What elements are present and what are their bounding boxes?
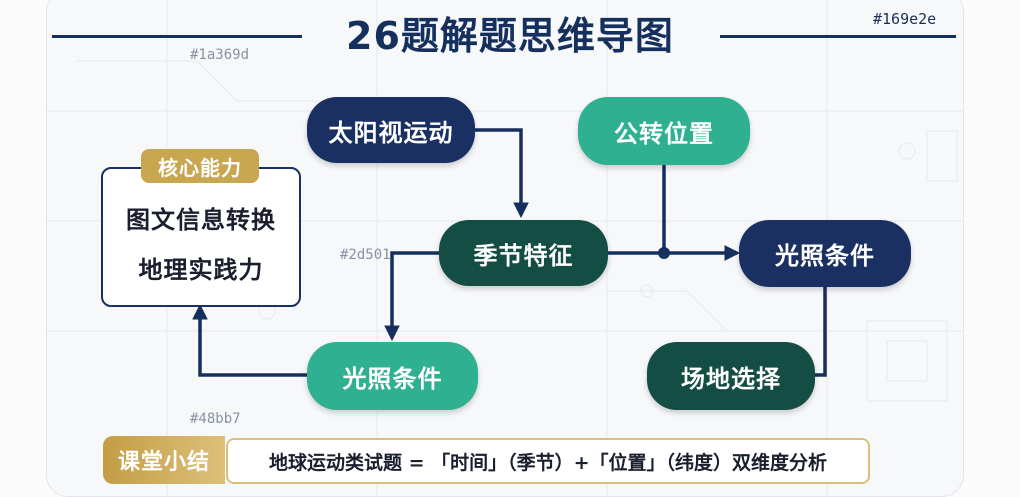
node-sun-motion: 太阳视运动 — [307, 97, 475, 163]
page-title: 26题解题思维导图 — [346, 14, 674, 58]
summary-text: 地球运动类试题 = 「时间」（季节）+「位置」（纬度）双维度分析 — [226, 438, 870, 484]
core-ability-box — [101, 167, 301, 307]
title-rule-left — [52, 35, 302, 38]
color-ref-top-left: #1a369d — [190, 47, 250, 63]
arrow-sun-to-season — [475, 128, 529, 219]
arrow-light-left-to-core — [192, 303, 307, 377]
color-ref-middle: #2d501 — [340, 247, 391, 263]
core-ability-line-2: 地理实践力 — [138, 256, 264, 284]
core-ability-label: 核心能力 — [141, 149, 259, 183]
title-rule-right — [720, 35, 956, 38]
color-ref-top-right: #169e2e — [873, 10, 937, 28]
node-light-conditions-left: 光照条件 — [307, 342, 478, 410]
arrow-season-to-light-left — [384, 251, 439, 342]
arrow-light-to-site — [815, 287, 827, 377]
node-light-conditions-right: 光照条件 — [739, 220, 911, 287]
junction-dot — [658, 247, 670, 259]
summary-tag: 课堂小结 — [103, 436, 225, 484]
color-ref-bottom: #48bb7 — [190, 411, 241, 427]
core-ability-line-1: 图文信息转换 — [126, 206, 276, 234]
node-revolution-position: 公转位置 — [578, 97, 750, 165]
node-season-features: 季节特征 — [439, 220, 608, 286]
node-site-selection: 场地选择 — [647, 342, 815, 410]
